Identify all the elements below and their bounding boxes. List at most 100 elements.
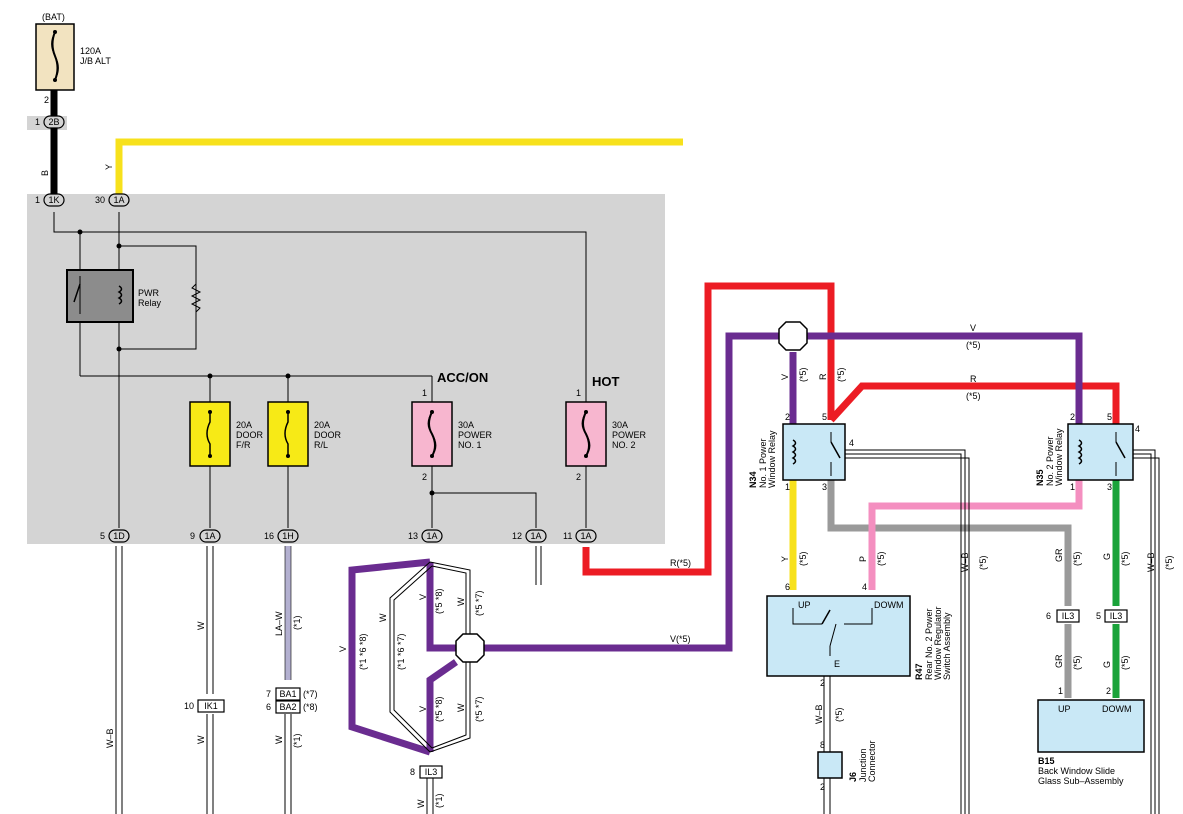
wire-label-V5: V(*5) — [670, 634, 691, 644]
j6-id: J6 — [848, 772, 858, 782]
conn-IK1: IK1 — [204, 701, 218, 711]
r47-line3: Switch Assembly — [942, 612, 952, 680]
note-5: (*5) — [1120, 551, 1130, 566]
b15-down: DOWM — [1102, 704, 1132, 714]
conn-1H: 1H — [282, 531, 294, 541]
wire-label-V: V — [970, 323, 976, 333]
pin: 1 — [1070, 482, 1075, 492]
wire-V-purple-2 — [807, 332, 1083, 424]
pin: 2 — [44, 95, 49, 105]
wire-label-R: R — [970, 374, 977, 384]
wire-label-V: V — [418, 594, 428, 600]
pin: 2 — [785, 412, 790, 422]
connectors — [43, 115, 597, 543]
junction-dots — [77, 229, 435, 496]
pin: 9 — [190, 531, 195, 541]
conn-BA2: BA2 — [279, 702, 296, 712]
n34-line1: No. 1 Power — [758, 438, 768, 488]
fuse-alt-rating: 120A — [80, 46, 101, 56]
wire-label-WB: W–B — [105, 728, 115, 748]
note-5: (*5) — [1164, 555, 1174, 570]
n35-id: N35 — [1035, 469, 1045, 486]
fuse-20a-door-fr — [189, 401, 231, 467]
fuse-power2-rating: 30A — [612, 420, 628, 430]
r47-line2: Window Regulator — [933, 606, 943, 680]
relay-ground-wires — [823, 449, 1160, 814]
fuse-30a-power-no1 — [411, 401, 453, 467]
junction-connector-j6 — [817, 751, 843, 779]
pwr-relay-line1: PWR — [138, 288, 159, 298]
splice-point-2 — [455, 633, 485, 663]
b15-id: B15 — [1038, 756, 1055, 766]
wire-label-G: G — [1102, 553, 1112, 560]
conn-1A-11: 1A — [580, 531, 591, 541]
pin: 2 — [820, 678, 825, 688]
conn-BA1: BA1 — [279, 689, 296, 699]
pin: 8 — [820, 740, 825, 750]
note-5: (*5) — [798, 367, 808, 382]
note-5: (*5) — [836, 367, 846, 382]
wire-label-B: B — [40, 170, 50, 176]
pin: 3 — [1107, 482, 1112, 492]
note-57: (*5 *7) — [474, 696, 484, 722]
note-5: (*5) — [834, 707, 844, 722]
note-7: (*7) — [303, 689, 318, 699]
conn-1A-9: 1A — [204, 531, 215, 541]
connector-boxes — [197, 609, 1128, 779]
fuse-door-rl-name2: R/L — [314, 440, 328, 450]
conn-IL3-5: IL3 — [1110, 611, 1123, 621]
j6-line1: Junction — [858, 748, 868, 782]
wire-label-W: W — [456, 703, 466, 712]
pin: 2 — [1106, 686, 1111, 696]
pin: 4 — [862, 582, 867, 592]
wire-label-Y: Y — [780, 556, 790, 562]
assembly-b15 — [1037, 699, 1145, 753]
white-wires — [389, 561, 471, 814]
r47-e: E — [834, 659, 840, 669]
pin: 10 — [184, 701, 194, 711]
wire-label-LA-W: LA–W — [274, 611, 284, 636]
pin: 2 — [1070, 412, 1075, 422]
note-5: (*5) — [798, 551, 808, 566]
wire-label-W: W — [196, 735, 206, 744]
pin: 12 — [512, 531, 522, 541]
pin: 6 — [785, 582, 790, 592]
junction-block-panel — [27, 194, 665, 544]
pin: 4 — [1135, 424, 1140, 434]
n34-id: N34 — [748, 471, 758, 488]
pin: 6 — [266, 702, 271, 712]
battery-label: (BAT) — [42, 12, 65, 22]
pin: 2 — [422, 472, 427, 482]
r47-line1: Rear No. 2 Power — [924, 608, 934, 680]
n35-line2: Window Relay — [1054, 428, 1064, 486]
fuse-door-fr-name1: DOOR — [236, 430, 264, 440]
fuse-power1-name2: NO. 1 — [458, 440, 482, 450]
wire-label-P: P — [858, 556, 868, 562]
wire-label-V: V — [418, 706, 428, 712]
note-5: (*5) — [1072, 655, 1082, 670]
wire-label-R: R — [818, 373, 828, 380]
pin: 5 — [822, 412, 827, 422]
b15-line1: Back Window Slide — [1038, 766, 1115, 776]
pin: 2 — [576, 472, 581, 482]
note-167: (*1 *6 *7) — [396, 633, 406, 670]
wire-label-W: W — [416, 799, 426, 808]
pin: 1 — [422, 388, 427, 398]
wire-label-Y: Y — [104, 164, 114, 170]
wire-label-WB: W–B — [1146, 552, 1156, 572]
wire-R-red-2 — [828, 382, 1120, 424]
wire-GR-gray — [827, 480, 1072, 606]
pin: 5 — [100, 531, 105, 541]
fuse-30a-power-no2 — [565, 401, 607, 467]
pin: 5 — [1107, 412, 1112, 422]
pin: 11 — [563, 531, 572, 541]
relay-n35 — [1067, 423, 1134, 481]
wire-V-purple-4 — [426, 562, 456, 652]
wire-V-purple-loop — [348, 558, 432, 756]
r47-up: UP — [798, 600, 811, 610]
pin: 1 — [785, 482, 790, 492]
n34-line2: Window Relay — [767, 430, 777, 488]
pin: 2 — [820, 782, 825, 792]
note-58: (*5 *8) — [434, 696, 444, 722]
